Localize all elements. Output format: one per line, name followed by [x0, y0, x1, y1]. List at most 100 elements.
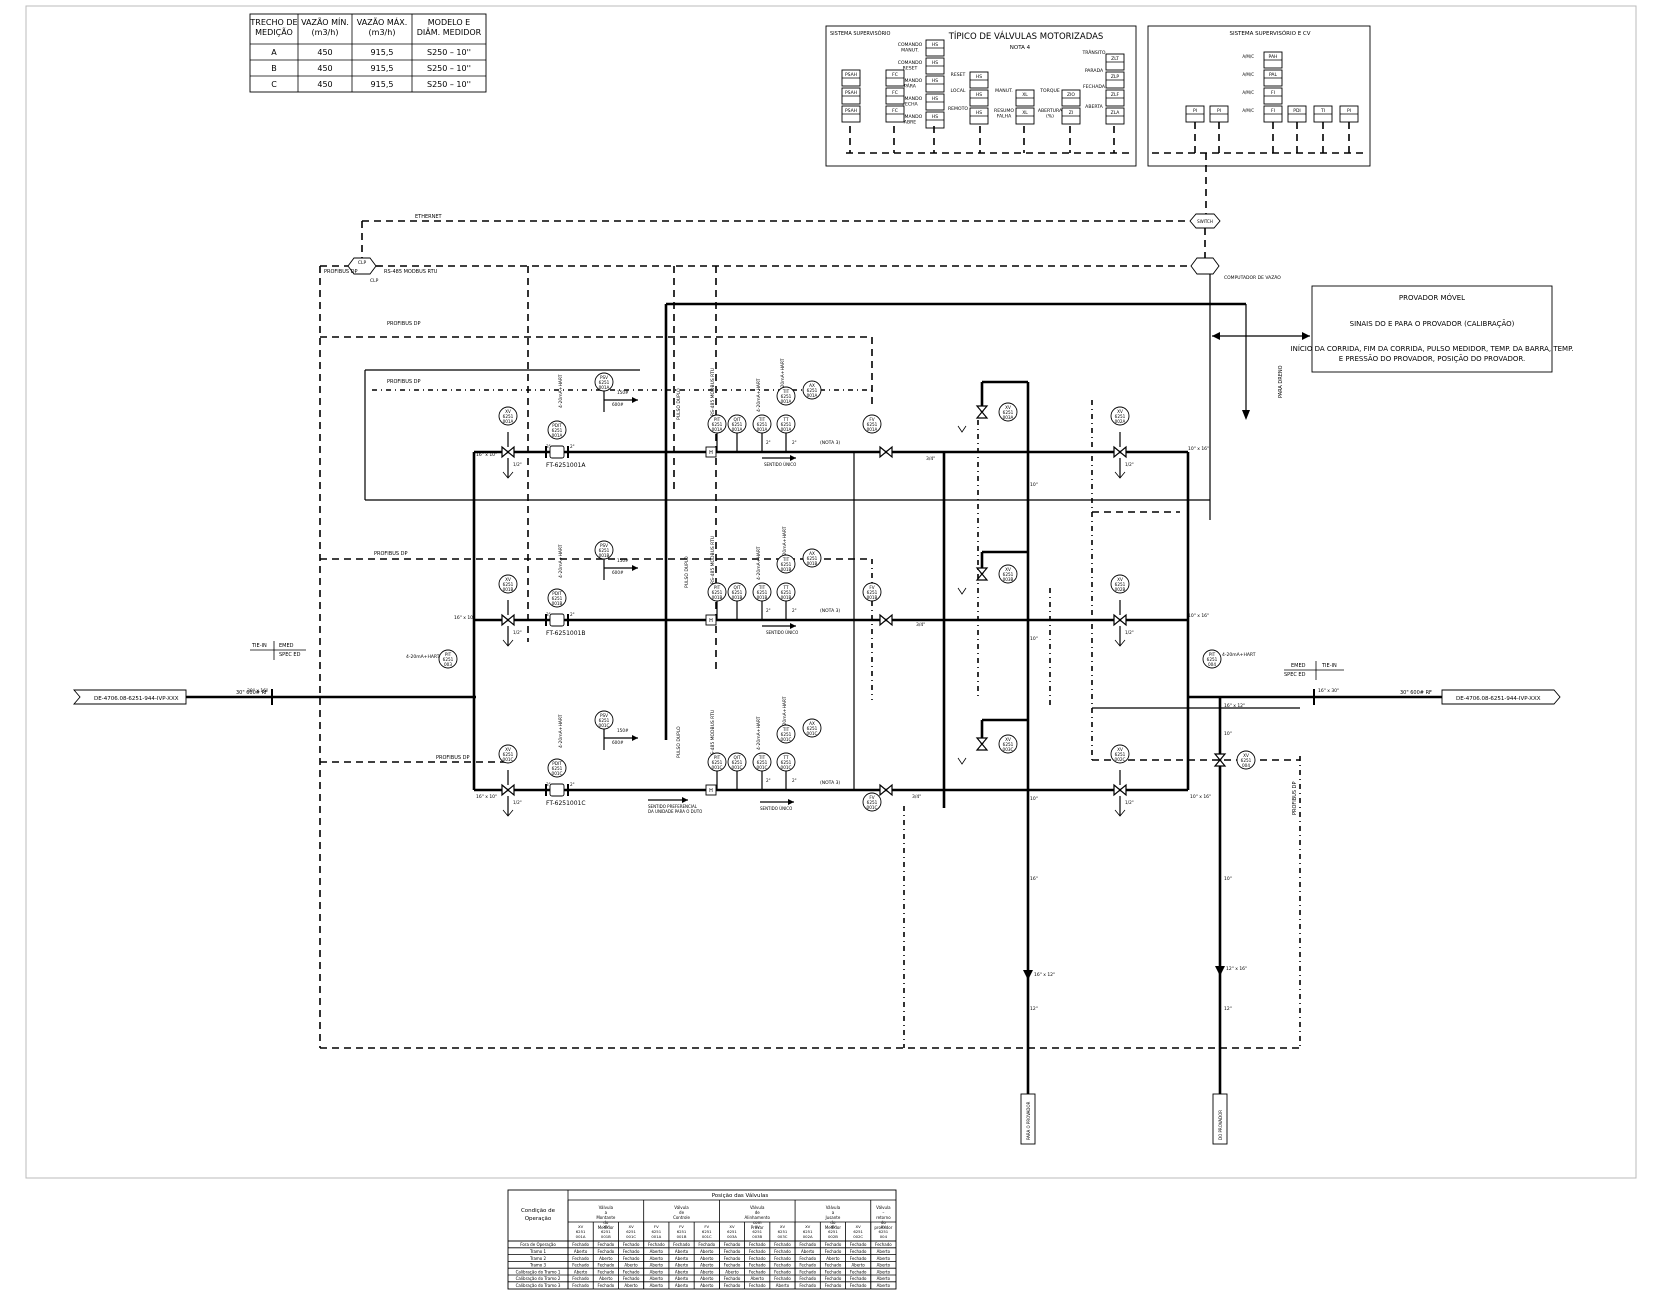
xv-outlet-valve-1 [1113, 613, 1127, 627]
valve-cell-1-12: Aberto [877, 1249, 891, 1254]
xv-inlet-0-suffix: 001A [503, 419, 514, 424]
tit-top-0-tag: TIT [782, 389, 790, 394]
xv-prover-2 [998, 734, 1018, 754]
meter-table-cell: 915,5 [371, 48, 394, 57]
cv-signal-label-3: A/M/C [1242, 108, 1254, 113]
psv-rating2-2: 600# [612, 740, 624, 745]
hart-pit-c: 4-20mA+HART [756, 716, 762, 750]
xv-inlet-2-number: 6251 [503, 752, 514, 757]
qit-2-tag: QIT [733, 755, 741, 760]
valve-cell-0-1: Fechado [597, 1242, 614, 1247]
size-3-4-b: 3/4" [916, 622, 925, 628]
valve-cell-0-2: Fechado [623, 1242, 640, 1247]
cv-signal-label-0: A/M/C [1242, 54, 1254, 59]
hart-pdit-a: 4-20mA+HART [558, 374, 564, 408]
xv-prover-0-tag: XV [1005, 405, 1011, 410]
valve-tag-num-6: 6251 [727, 1229, 737, 1234]
valve-cell-5-8: Fechado [774, 1276, 791, 1281]
tit-2-number: 6251 [757, 760, 768, 765]
valve-cell-3-10: Fechado [825, 1263, 842, 1268]
tit-2-tag: TIT [758, 755, 766, 760]
prover-subtitle: SINAIS DO E PARA O PROVADOR (CALIBRAÇÃO) [1350, 319, 1515, 328]
hart-pdit-c: 4-20mA+HART [558, 714, 564, 748]
typical-inst-13-tag: ZLP [1111, 74, 1120, 80]
fv-0-suffix: 001A [867, 427, 878, 432]
hart-pit-b: 4-20mA+HART [756, 546, 762, 580]
valve-cell-2-1: Aberto [599, 1256, 613, 1261]
ax-1-tag: AX [809, 551, 815, 556]
valve-cell-4-1: Fechado [597, 1269, 614, 1274]
qit-1-suffix: 001B [732, 595, 743, 600]
valve-cell-4-9: Fechado [799, 1269, 816, 1274]
typical-inst-left-0-tag: PSAH [845, 72, 857, 78]
pit-0-suffix: 001A [712, 427, 723, 432]
valve-cell-3-5: Aberto [700, 1263, 714, 1268]
pit-1-tag: PIT [714, 585, 721, 590]
tit-top-2-tag: TIT [782, 727, 790, 732]
valve-tag-suf-1: 001B [601, 1234, 611, 1239]
ax-2-suffix: 001C [807, 731, 818, 736]
valve-cell-1-4: Aberto [675, 1249, 689, 1254]
xv-inlet-valve-1 [501, 613, 515, 627]
psv-2-suffix: 001C [599, 723, 610, 728]
typical-panel-title: TÍPICO DE VÁLVULAS MOTORIZADAS [948, 30, 1104, 42]
valve-cell-3-0: Fechado [572, 1263, 589, 1268]
tit-top-2 [776, 724, 796, 744]
valve-cell-6-12: Aberto [877, 1283, 891, 1288]
valve-cell-1-8: Fechado [774, 1249, 791, 1254]
red-16-12-prover: 16" x 12" [1034, 972, 1055, 978]
meter-body-1 [549, 613, 565, 627]
valve-tag-suf-12: 004 [880, 1234, 888, 1239]
red-10-16-c: 10" x 16" [1190, 794, 1211, 800]
valve-cell-2-7: Fechado [749, 1256, 766, 1261]
xv-inlet-1-tag: XV [505, 577, 511, 582]
size-3-0: 3" [546, 444, 551, 449]
meter-table-cell: S250 – 10'' [427, 48, 471, 57]
valve-cell-2-6: Fechado [724, 1256, 741, 1261]
size-2c-2: 2" [570, 782, 575, 787]
xv-return-tag: XV [1243, 753, 1249, 758]
outlet-reducer: 16" x 30" [1318, 688, 1339, 694]
flow-computer-label: COMPUTADOR DE VAZÃO [1224, 274, 1281, 281]
xv-return-number: 6251 [1241, 758, 1252, 763]
psv-0-number: 6251 [599, 380, 610, 385]
typical-inst-14-tag: ZLF [1111, 92, 1120, 98]
valve-row-condition-2: Tramo 2 [529, 1256, 547, 1261]
xv-outlet-1-tag: XV [1117, 577, 1123, 582]
valve-tag-8: XV [780, 1224, 786, 1229]
ethernet-label: ETHERNET [415, 214, 443, 220]
typical-label-8: MANUT. [995, 88, 1013, 94]
typical-inst-left-1-tag: PSAH [845, 90, 857, 96]
xv-prover-valve-1 [975, 567, 989, 581]
typical-inst-15-tag: ZLA [1111, 110, 1121, 116]
red-16-10-a: 16" x 10" [476, 452, 497, 458]
profibus-label-top: PROFIBUS DP [324, 269, 358, 275]
xv-inlet-2 [498, 744, 518, 764]
typical-inst-3-tag: HS [932, 96, 938, 102]
valve-tag-num-3: 6251 [651, 1229, 661, 1234]
pdit-1-suffix: 001B [552, 601, 563, 606]
valve-cell-4-2: Fechado [623, 1269, 640, 1274]
valve-tag-num-9: 6251 [803, 1229, 813, 1234]
cv-panel-instruments: A/M/CA/M/CA/M/CA/M/CA/M/CA/M/CA/M/CPIPIP… [1185, 51, 1359, 153]
pdit-2-tag: PDIT [552, 761, 562, 766]
valve-cell-4-11: Fechado [850, 1269, 867, 1274]
cv-inst-4-tag: FI [1271, 90, 1275, 96]
xv-prover-1-tag: XV [1005, 567, 1011, 572]
valve-cell-3-2: Aberto [624, 1263, 638, 1268]
qit-2-number: 6251 [732, 760, 743, 765]
size-10-d: 10" [1224, 731, 1232, 737]
hart-tit-a: 4-20mA+HART [780, 358, 786, 392]
cv-signal-label-1: A/M/C [1242, 72, 1254, 77]
valve-cell-0-4: Fechado [673, 1242, 690, 1247]
profibus-label-a: PROFIBUS DP [387, 321, 421, 327]
valve-tag-suf-11: 002C [853, 1234, 863, 1239]
xv-return-valve [1213, 753, 1227, 767]
xv-inlet-1-suffix: 001B [503, 587, 514, 592]
